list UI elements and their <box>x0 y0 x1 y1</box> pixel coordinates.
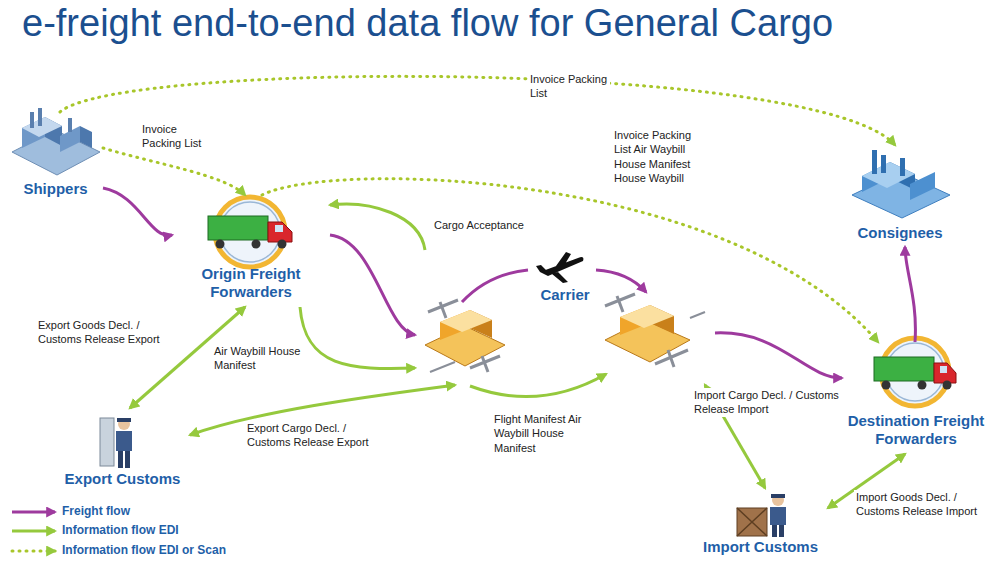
flow-label: Export Goods Decl. / Customs Release Exp… <box>36 318 182 347</box>
flow-label: Cargo Acceptance <box>432 218 546 232</box>
flow-label: Export Cargo Decl. / Customs Release Exp… <box>245 421 391 450</box>
flow-label: Invoice Packing List Air Waybill House M… <box>612 128 712 185</box>
node-label: Carrier <box>523 286 607 304</box>
diagram-title: e-freight end-to-end data flow for Gener… <box>22 2 833 45</box>
freight-arc <box>462 270 528 302</box>
airport-terminal <box>425 300 505 372</box>
node-label: Origin Freight Forwarders <box>172 265 330 301</box>
customs-node: Import Customs <box>693 488 828 558</box>
edi-arrow <box>330 204 425 250</box>
edi-scan-arrow <box>262 179 878 342</box>
forwarder-node: Origin Freight Forwarders <box>172 195 330 307</box>
consignee-factory <box>852 150 950 218</box>
shipper-node: Shippers <box>8 112 103 202</box>
freight-arrow <box>715 333 842 378</box>
flow-label: Import Cargo Decl. / Customs Release Imp… <box>692 388 842 417</box>
freight-arrow <box>103 188 172 235</box>
airport-terminal <box>605 294 705 367</box>
flow-label: Air Waybill House Manifest <box>212 344 304 373</box>
freight-arrow <box>330 235 415 335</box>
freight-arrow <box>905 247 915 342</box>
edi-arrow <box>300 307 415 368</box>
plane-icon <box>536 252 583 283</box>
legend-text: Information flow EDI or Scan <box>62 543 226 557</box>
customs-officer <box>100 418 132 468</box>
node-label: Export Customs <box>55 470 190 488</box>
customs-node: Export Customs <box>55 408 190 492</box>
customs-officer <box>737 494 786 537</box>
consignee-node: Consignees <box>845 145 955 247</box>
legend-sample <box>12 550 55 553</box>
legend-text: Freight flow <box>62 504 130 518</box>
node-label: Consignees <box>845 224 955 242</box>
node-label: Import Customs <box>693 538 828 556</box>
legend-sample <box>12 511 55 514</box>
legend-text: Information flow EDI <box>62 523 179 537</box>
node-label: Destination Freight Forwarders <box>842 412 990 448</box>
flow-label: Invoice Packing List <box>528 72 610 101</box>
flow-label: Invoice Packing List <box>140 122 216 151</box>
flow-label: Import Goods Decl. / Customs Release Imp… <box>854 490 994 519</box>
carrier-node: Carrier <box>415 250 715 385</box>
legend-sample <box>12 530 55 533</box>
freight-arc <box>596 270 646 292</box>
node-label: Shippers <box>8 180 103 198</box>
forwarder-node: Destination Freight Forwarders <box>842 342 990 454</box>
forwarder-truck <box>874 338 956 406</box>
information-line <box>470 374 606 397</box>
forwarder-truck <box>208 197 292 267</box>
edi-scan-arrow <box>103 148 245 195</box>
shipper-factory <box>12 108 100 175</box>
flow-label: Flight Manifest Air Waybill House Manife… <box>492 412 586 455</box>
